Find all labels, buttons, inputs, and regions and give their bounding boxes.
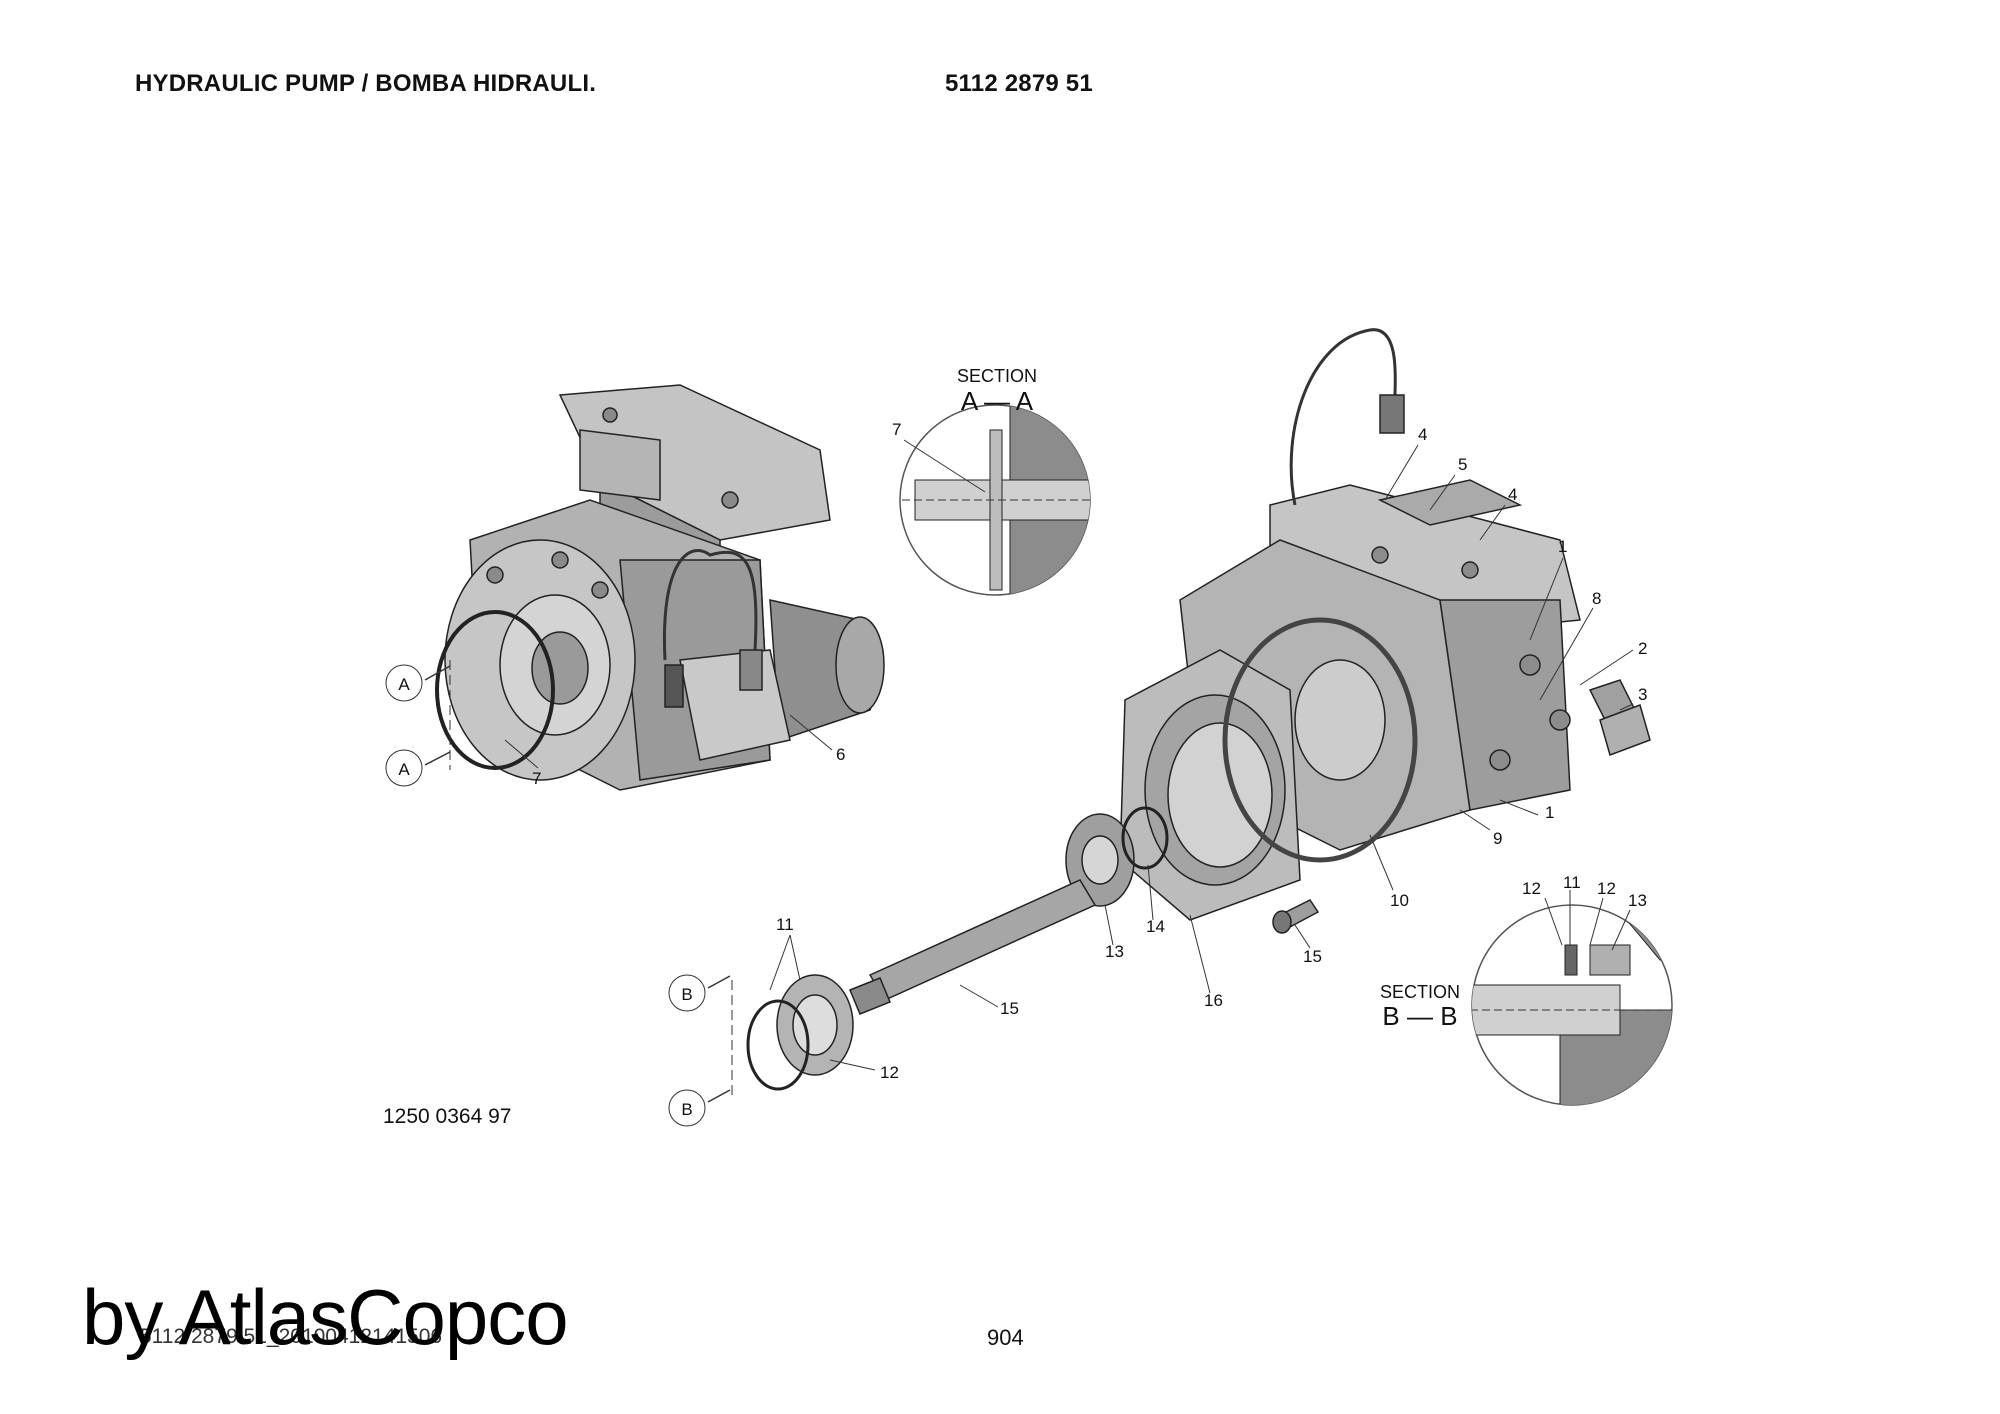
section-marker-a-top: A [398,675,410,694]
callout-4-lower: 4 [1508,485,1517,504]
callout-12-section-left: 12 [1522,879,1541,898]
section-b-b-inset: SECTION B — B [1380,904,1673,1106]
callout-2: 2 [1638,639,1647,658]
callout-1-lower: 1 [1545,803,1554,822]
section-marker-a-bottom: A [398,760,410,779]
callout-12-section-right: 12 [1597,879,1616,898]
callout-12-exploded: 12 [880,1063,899,1082]
callout-6: 6 [836,745,845,764]
callout-16: 16 [1204,991,1223,1010]
callout-labels: 1 1 2 3 4 4 5 6 7 7 8 9 10 11 11 12 12 1… [532,420,1647,1082]
callout-13-bearing: 13 [1105,942,1124,961]
callout-14: 14 [1146,917,1165,936]
callout-9: 9 [1493,829,1502,848]
section-marker-letters: A A B B [398,675,692,1119]
callout-11-exploded: 11 [776,915,794,934]
footer-file-reference: 5112 2879 51_20100412141506 [140,1325,443,1348]
callout-1-upper: 1 [1558,537,1567,556]
callout-7-oring: 7 [532,769,541,788]
callout-5: 5 [1458,455,1467,474]
left-pump-assembly [435,384,885,791]
callout-13-section: 13 [1628,891,1647,910]
callout-15-shaft: 15 [1000,999,1019,1018]
drawing-number: 1250 0364 97 [383,1105,512,1128]
section-marker-b-bottom: B [681,1100,692,1119]
part-number: 5112 2879 51 [945,70,1093,97]
page-number: 904 [987,1325,1024,1350]
right-pump-assembly [1119,328,1651,921]
section-b-b-letters: B — B [1382,1001,1457,1031]
page-title: HYDRAULIC PUMP / BOMBA HIDRAULI. [135,70,597,97]
leader-lines [504,439,1634,1071]
section-markers [385,660,733,1127]
exploded-shaft-and-parts [746,806,1320,1091]
section-a-a-word: SECTION [957,366,1037,386]
callout-11-section: 11 [1563,873,1581,892]
callout-10: 10 [1390,891,1409,910]
callout-8: 8 [1592,589,1601,608]
callout-4-upper: 4 [1418,425,1427,444]
section-a-a-inset: SECTION A — A [899,366,1091,596]
section-marker-b-top: B [681,985,692,1004]
section-a-a-letters: A — A [961,386,1034,416]
callout-7-section: 7 [892,420,901,439]
watermark-text: by AtlasCopco [82,1273,569,1361]
callout-15-screw: 15 [1303,947,1322,966]
section-b-b-word: SECTION [1380,982,1460,1002]
callout-3: 3 [1638,685,1647,704]
